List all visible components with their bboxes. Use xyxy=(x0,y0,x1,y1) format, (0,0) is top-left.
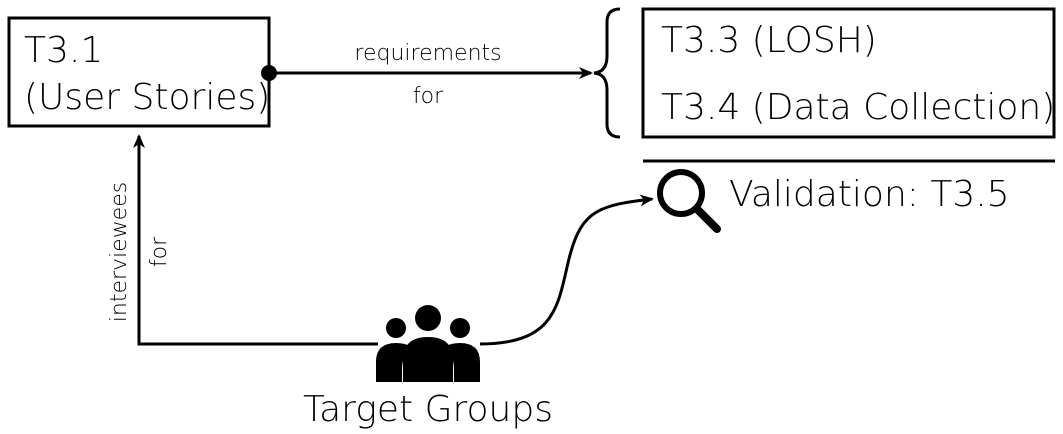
edge-validation-curve xyxy=(479,194,654,346)
edge-interviewees-label-2: for xyxy=(147,236,172,267)
node-t34: T3.4 (Data Collection) xyxy=(661,87,1055,128)
edge-interviewees-label-1: interviewees xyxy=(107,182,132,322)
node-target-groups-label: Target Groups xyxy=(303,389,553,430)
edge-requirements: requirements for xyxy=(261,41,593,109)
grouping-brace xyxy=(593,7,621,139)
node-t31: T3.1 (User Stories) xyxy=(7,16,271,128)
node-t33-t34-box: T3.3 (LOSH) T3.4 (Data Collection) xyxy=(641,7,1056,139)
node-t31-line2: (User Stories) xyxy=(24,77,270,118)
magnifier-icon xyxy=(657,169,721,233)
node-t31-line1: T3.1 xyxy=(24,30,103,71)
node-t33: T3.3 (LOSH) xyxy=(661,20,877,61)
node-validation-label: Validation: T3.5 xyxy=(729,174,1010,215)
edge-requirements-label-2: for xyxy=(413,84,444,109)
edge-requirements-label-1: requirements xyxy=(354,41,501,66)
node-target-groups: Target Groups xyxy=(303,305,553,430)
edge-interviewees-arrow xyxy=(133,134,378,346)
node-validation: Validation: T3.5 xyxy=(657,169,1010,233)
edge-interviewees: interviewees for xyxy=(107,134,378,346)
people-group-icon xyxy=(376,305,480,382)
